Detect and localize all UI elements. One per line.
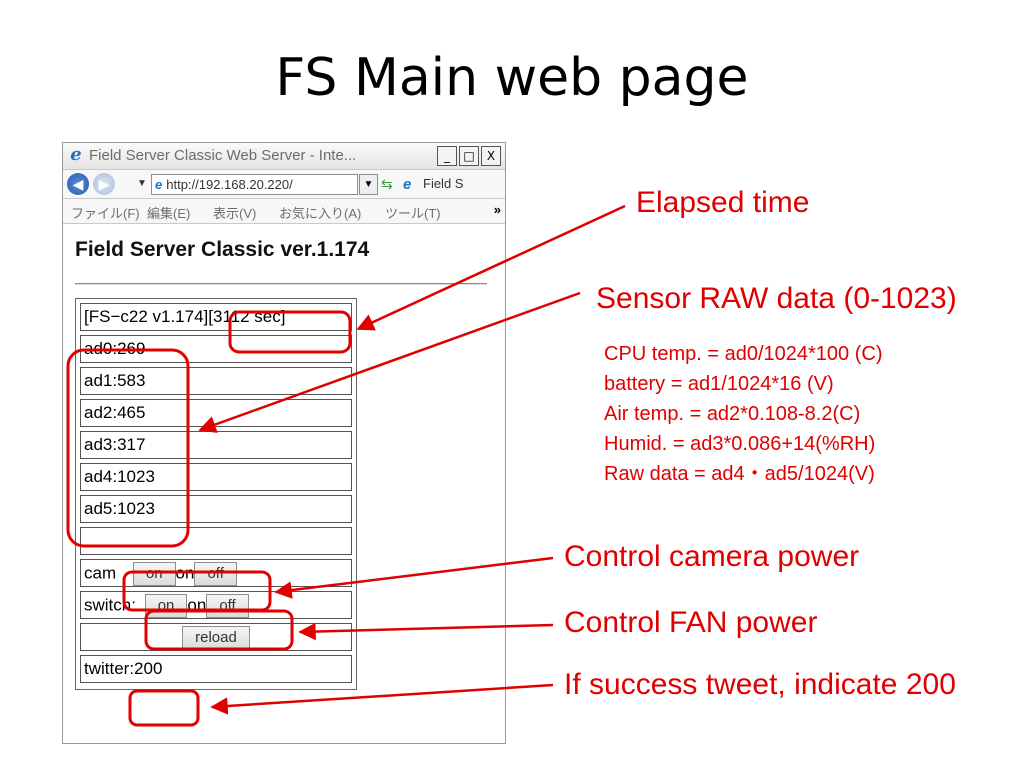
cam-on-button[interactable]: on — [132, 561, 176, 586]
ad2-row: ad2:465 — [80, 399, 352, 427]
page-icon: e — [155, 177, 163, 192]
header-row: [FS−c22 v1.174][3112 sec] — [80, 303, 352, 331]
menu-view[interactable]: 表示(V) — [213, 206, 257, 221]
url-dropdown-icon[interactable]: ▼ — [359, 174, 378, 195]
browser-titlebar: e Field Server Classic Web Server - Inte… — [63, 143, 505, 170]
tweet-label: If success tweet, indicate 200 — [564, 668, 956, 701]
reload-row: reload — [80, 623, 352, 651]
ad5-row: ad5:1023 — [80, 495, 352, 523]
ad3-row: ad3:317 — [80, 431, 352, 459]
minimize-button[interactable]: _ — [437, 146, 457, 166]
menu-edit[interactable]: 編集(E) — [147, 206, 191, 221]
browser-title: Field Server Classic Web Server - Inte..… — [89, 147, 357, 164]
refresh-icon[interactable]: ⇆ — [381, 176, 393, 192]
fan-power-label: Control FAN power — [564, 606, 818, 639]
browser-window: e Field Server Classic Web Server - Inte… — [62, 142, 506, 744]
reload-button[interactable]: reload — [182, 625, 250, 650]
switch-on-button[interactable]: on — [144, 593, 188, 618]
ad0-row: ad0:269 — [80, 335, 352, 363]
forward-arrow-icon[interactable]: ▶ — [93, 173, 115, 195]
empty-row — [80, 527, 352, 555]
formula-air-temp: Air temp. = ad2*0.108-8.2(C) — [604, 403, 861, 425]
tab-label[interactable]: Field S — [423, 176, 464, 191]
menu-more-icon[interactable]: » — [493, 202, 501, 217]
menu-file[interactable]: ファイル(F) — [71, 206, 140, 221]
elapsed-time-label: Elapsed time — [636, 186, 810, 219]
close-button[interactable]: X — [481, 146, 501, 166]
sensor-raw-label: Sensor RAW data (0-1023) — [596, 282, 957, 315]
twitter-row: twitter:200 — [80, 655, 352, 683]
horizontal-rule — [75, 283, 487, 285]
camera-power-label: Control camera power — [564, 540, 860, 573]
ie-logo-icon: e — [70, 144, 82, 165]
cam-state: on — [175, 563, 195, 583]
formula-humidity: Humid. = ad3*0.086+14(%RH) — [604, 433, 876, 455]
formula-battery: battery = ad1/1024*16 (V) — [604, 373, 834, 395]
cam-off-button[interactable]: off — [194, 561, 237, 586]
ad4-row: ad4:1023 — [80, 463, 352, 491]
status-table: [FS−c22 v1.174][3112 sec] ad0:269 ad1:58… — [75, 298, 357, 690]
formula-raw-data: Raw data = ad4・ad5/1024(V) — [604, 463, 875, 485]
switch-label: switch: — [84, 595, 136, 615]
cam-label: cam — [84, 563, 117, 583]
history-dropdown-icon[interactable]: ▼ — [137, 178, 147, 189]
tab-ie-icon: e — [403, 176, 412, 193]
back-arrow-icon[interactable]: ◀ — [67, 173, 89, 195]
formula-cpu-temp: CPU temp. = ad0/1024*100 (C) — [604, 343, 883, 365]
menu-bar: ファイル(F) 編集(E) 表示(V) お気に入り(A) ツール(T) » — [63, 199, 505, 224]
switch-state: on — [187, 595, 207, 615]
url-text: http://192.168.20.220/ — [166, 177, 293, 192]
ad1-row: ad1:583 — [80, 367, 352, 395]
switch-off-button[interactable]: off — [206, 593, 249, 618]
slide-title: FS Main web page — [275, 48, 749, 108]
menu-favorites[interactable]: お気に入り(A) — [279, 206, 362, 221]
menu-tools[interactable]: ツール(T) — [385, 206, 441, 221]
page-heading: Field Server Classic ver.1.174 — [75, 238, 370, 261]
formula-list: CPU temp. = ad0/1024*100 (C) battery = a… — [604, 339, 883, 489]
maximize-button[interactable]: □ — [459, 146, 479, 166]
